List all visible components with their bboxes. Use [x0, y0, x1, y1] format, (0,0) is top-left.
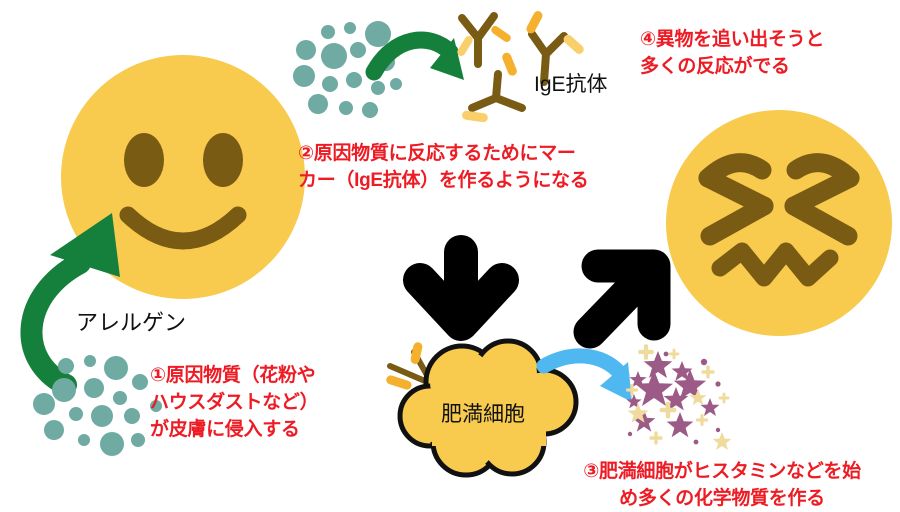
arrow-down-icon	[396, 234, 526, 344]
mast-cell-label: 肥満細胞	[441, 403, 525, 426]
histamine-particles-icon	[618, 338, 753, 453]
arrow-up-right-icon	[566, 244, 676, 354]
allergen-label: アレルゲン	[76, 310, 187, 335]
allergen-particles-icon	[292, 18, 407, 123]
caption-step1: ①原因物質（花粉や ハウスダストなど） が皮膚に侵入する	[150, 365, 319, 440]
curved-arrow-right-icon	[365, 22, 478, 94]
curved-arrow-right-icon	[536, 344, 650, 414]
ige-antibody-icon	[448, 8, 593, 123]
curved-arrow-up-icon	[8, 185, 138, 396]
caption-step2: ②原因物質に反応するためにマー カー（IgE抗体）を作るようになる	[298, 143, 589, 191]
mast-cell-icon	[384, 336, 599, 491]
ige-antibody-label: IgE抗体	[534, 73, 608, 96]
allergen-particles-icon	[28, 352, 168, 457]
smiling-face-icon	[58, 52, 308, 302]
caption-step3: ③肥満細胞がヒスタミンなどを始 め多くの化学物質を作る	[583, 461, 861, 509]
caption-step4: ④異物を追い出そうと 多くの反応がでる	[640, 29, 825, 77]
confounded-face-icon	[664, 108, 894, 338]
